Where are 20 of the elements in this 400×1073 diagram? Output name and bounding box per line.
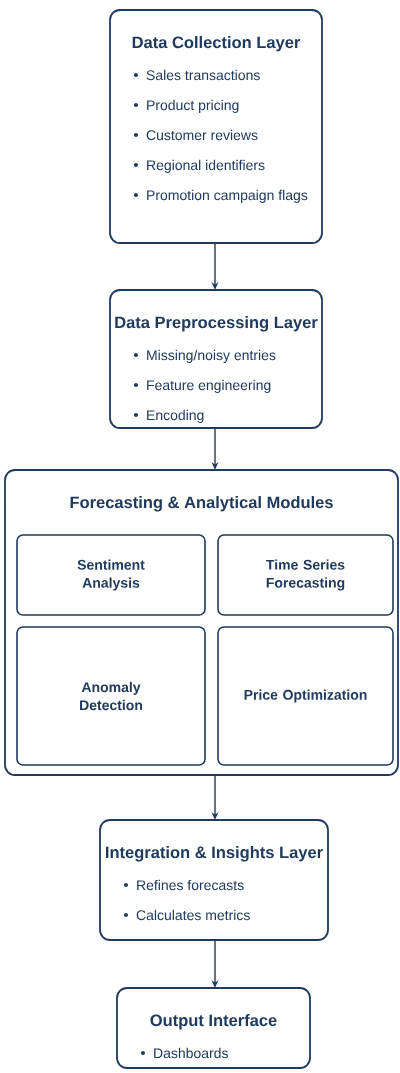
- bullet-item: Dashboards: [154, 1047, 228, 1059]
- box-title: Forecasting & Analytical Modules: [70, 496, 333, 512]
- bullet-item: Regional identifiers: [147, 159, 265, 173]
- bullet-item: Customer reviews: [146, 129, 258, 141]
- bullet-item: Feature engineering: [147, 379, 271, 393]
- bullet-item: Promotion campaign flags: [147, 189, 308, 203]
- box-title: Data Preprocessing Layer: [115, 316, 318, 332]
- bullet-item: Product pricing: [147, 99, 239, 113]
- bullet-item: Calculates metrics: [136, 909, 250, 921]
- box-title: Data Collection Layer: [132, 36, 301, 52]
- box-title: Integration & Insights Layer: [106, 846, 323, 862]
- module-box: Sentiment Analysis: [16, 534, 206, 616]
- module-box: Time Series Forecasting: [217, 534, 394, 616]
- module-box: Anomaly Detection: [16, 626, 206, 766]
- bullet-item: Refines forecasts: [137, 879, 244, 891]
- bullet-item: Sales transactions: [146, 69, 260, 81]
- module-box: Price Optimization: [217, 626, 394, 766]
- box-title: Output Interface: [150, 1014, 277, 1030]
- bullet-item: Encoding: [147, 409, 204, 423]
- bullet-item: Missing/noisy entries: [147, 349, 276, 363]
